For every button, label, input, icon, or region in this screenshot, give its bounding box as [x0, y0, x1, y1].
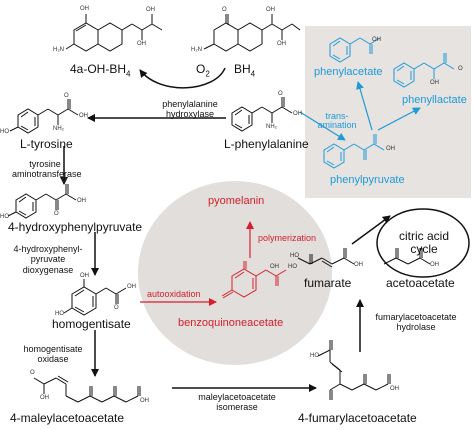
atom-oh: OH — [80, 6, 89, 12]
atom-oh-4: OH — [266, 7, 275, 13]
atom-h2n-2: H₂N — [191, 47, 202, 53]
atom-oh-11: OH — [372, 37, 381, 43]
benzoquinoneacetate-label: benzoquinoneacetate — [178, 317, 284, 329]
hpp-label: 4-hydroxyphenylpyruvate — [8, 220, 143, 234]
atom-oh-14: OH — [270, 264, 279, 270]
to-phenyllactate-arrow — [377, 107, 421, 131]
phenyllactate-label: phenyllactate — [402, 94, 467, 106]
atom-oh-15: OH — [40, 395, 49, 401]
tat-enzyme-label: tyrosine aminotransferase — [12, 159, 82, 180]
atom-ho-5: HO — [310, 353, 319, 359]
atom-o-2: O — [64, 93, 69, 99]
transamination-arrow — [299, 111, 346, 141]
atom-o-4: O — [62, 178, 67, 184]
atom-oh-5: OH — [277, 41, 286, 47]
bh4-structure — [203, 14, 301, 52]
phenylacetate-structure — [329, 37, 381, 63]
benzoquinoneacetate-structure — [221, 261, 287, 299]
faa-structure — [317, 340, 391, 400]
atom-oh-17: OH — [390, 386, 399, 392]
maa-label: 4-maleylacetoacetate — [10, 411, 125, 425]
atom-o-7: O — [458, 66, 463, 72]
atom-oh-7: OH — [293, 111, 302, 117]
tca-arrow — [351, 215, 391, 245]
atom-o: O — [222, 7, 227, 13]
pah-enzyme-label: phenylalanine hydroxylase — [162, 99, 218, 120]
l-tyrosine-label: L-tyrosine — [20, 137, 73, 151]
pyomelanin-panel — [138, 181, 332, 365]
atom-oh-3: OH — [137, 41, 146, 47]
atom-oh-12: OH — [430, 80, 439, 86]
l-phenylalanine-label: L-phenylalanine — [224, 137, 309, 151]
acetoacetate-structure — [383, 248, 431, 265]
atom-oh-19: OH — [430, 262, 439, 268]
atom-ho-6: HO — [290, 253, 299, 259]
transamination-label: trans-amination — [317, 111, 357, 130]
atom-oh-18: OH — [354, 262, 363, 268]
atom-oh-10: OH — [127, 284, 136, 290]
atom-o-6: O — [114, 305, 119, 311]
hgd-enzyme-label: homogentisate oxidase — [23, 344, 83, 365]
phenylacetate-label: phenylacetate — [314, 66, 383, 78]
fah-enzyme-label: fumarylacetoacetate hydrolase — [375, 312, 457, 333]
faa-label: 4-fumarylacetoacetate — [298, 411, 417, 425]
o2-label: O2 — [196, 62, 210, 79]
citric-acid-cycle-circle — [376, 208, 470, 278]
hppd-enzyme-label: 4-hydroxyphenyl-pyruvate dioxygenase — [13, 244, 83, 275]
maa-structure — [33, 375, 141, 403]
atom-oh-16: OH — [140, 398, 149, 404]
atom-oh-8: OH — [77, 198, 86, 204]
atom-ho: HO — [0, 129, 9, 135]
oh-bh4-label: 4a-OH-BH4 — [70, 62, 131, 79]
atom-oh-6: OH — [79, 113, 88, 119]
phenylpyruvate-label: phenylpyruvate — [330, 174, 405, 186]
atom-nh2: NH₂ — [53, 126, 64, 132]
homogentisate-label: homogentisate — [52, 317, 131, 331]
citric-acid-cycle-label: citric acid cycle — [398, 229, 449, 257]
atom-ho-3: HO — [55, 311, 64, 317]
atom-oh-13: OH — [386, 146, 395, 152]
polymerization-label: polymerization — [258, 233, 317, 243]
atom-nh2-2: NH₂ — [266, 124, 277, 130]
phenylpyruvate-structure — [323, 134, 385, 169]
atom-oh-9: OH — [80, 273, 89, 279]
l-phenylalanine-structure — [231, 97, 293, 132]
l-tyrosine-structure — [9, 99, 79, 134]
phenylpyruvate-panel — [305, 26, 471, 198]
acetoacetate-label: acetoacetate — [386, 276, 455, 290]
autooxidation-label: autooxidation — [147, 289, 201, 299]
atom-o-3: O — [278, 91, 283, 97]
bh4-label: BH4 — [234, 62, 256, 79]
atom-oh-2: OH — [146, 7, 155, 13]
atom-ho-2: HO — [0, 214, 9, 220]
mai-enzyme-label: maleylacetoacetate isomerase — [198, 392, 276, 413]
phenyllactate-structure — [393, 53, 455, 88]
cofactor-arrow — [139, 67, 226, 89]
atom-h2n: H₂N — [53, 47, 64, 53]
atom-o-8: O — [30, 370, 35, 376]
pyomelanin-label: pyomelanin — [208, 195, 265, 207]
atom-ho-4: HO — [288, 264, 297, 270]
atom-o-5: O — [54, 211, 59, 217]
fumarate-structure — [297, 248, 355, 268]
hpp-structure — [7, 184, 77, 219]
oh-bh4-structure — [65, 14, 163, 52]
homogentisate-structure — [63, 279, 127, 316]
to-phenylacetate-arrow — [356, 81, 373, 131]
fumarate-label: fumarate — [304, 276, 352, 290]
